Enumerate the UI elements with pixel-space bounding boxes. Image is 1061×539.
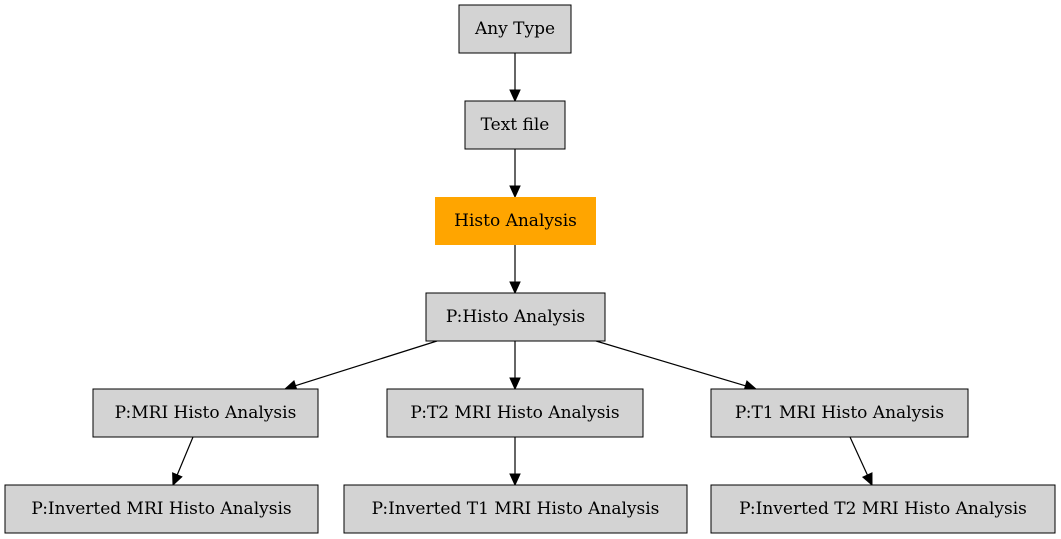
node-label: Text file — [481, 115, 550, 135]
edge-line — [595, 340, 746, 387]
node-label: P:MRI Histo Analysis — [115, 403, 297, 423]
node-box — [464, 100, 566, 150]
node-label: P:T2 MRI Histo Analysis — [410, 403, 619, 423]
node-label: P:T1 MRI Histo Analysis — [735, 403, 944, 423]
node-histo-analysis: Histo Analysis — [435, 197, 596, 245]
node-label: Histo Analysis — [454, 211, 577, 231]
edge-p-t1-mri-histo-analysis-to-p-inverted-t2-mri-histo-analysis — [849, 436, 873, 487]
edge-p-histo-analysis-to-p-t1-mri-histo-analysis — [595, 340, 758, 392]
node-p-histo-analysis: P:Histo Analysis — [425, 292, 606, 342]
node-box — [4, 484, 319, 534]
node-box — [92, 388, 319, 438]
edges-layer — [172, 53, 873, 487]
node-box — [425, 292, 606, 342]
edge-p-t2-mri-histo-analysis-to-p-inverted-t1-mri-histo-analysis — [509, 437, 521, 487]
edge-p-mri-histo-analysis-to-p-inverted-mri-histo-analysis — [172, 436, 194, 487]
arrowhead — [509, 473, 521, 487]
node-label: P:Inverted T2 MRI Histo Analysis — [739, 499, 1027, 519]
arrowhead — [509, 377, 521, 391]
node-box — [458, 4, 572, 54]
node-label: P:Histo Analysis — [446, 307, 585, 327]
edge-line — [295, 340, 438, 387]
node-label: P:Inverted T1 MRI Histo Analysis — [372, 499, 660, 519]
node-p-inverted-t1-mri-histo-analysis: P:Inverted T1 MRI Histo Analysis — [343, 484, 688, 534]
node-box — [435, 197, 596, 245]
node-box — [710, 484, 1056, 534]
arrowhead — [172, 472, 183, 487]
edge-line — [176, 436, 194, 476]
node-p-t2-mri-histo-analysis: P:T2 MRI Histo Analysis — [386, 388, 644, 438]
node-label: P:Inverted MRI Histo Analysis — [31, 499, 291, 519]
node-p-t1-mri-histo-analysis: P:T1 MRI Histo Analysis — [710, 388, 969, 438]
node-label: Any Type — [474, 19, 555, 39]
edge-p-histo-analysis-to-p-t2-mri-histo-analysis — [509, 341, 521, 391]
arrowhead — [861, 472, 873, 487]
arrowhead — [509, 89, 521, 103]
node-box — [386, 388, 644, 438]
edge-text-file-to-histo-analysis — [509, 149, 521, 199]
node-p-mri-histo-analysis: P:MRI Histo Analysis — [92, 388, 319, 438]
edge-any-type-to-text-file — [509, 53, 521, 103]
node-box — [343, 484, 688, 534]
edge-line — [849, 436, 868, 476]
node-p-inverted-mri-histo-analysis: P:Inverted MRI Histo Analysis — [4, 484, 319, 534]
arrowhead — [509, 281, 521, 295]
node-any-type: Any Type — [458, 4, 572, 54]
arrowhead — [509, 185, 521, 199]
node-p-inverted-t2-mri-histo-analysis: P:Inverted T2 MRI Histo Analysis — [710, 484, 1056, 534]
node-box — [710, 388, 969, 438]
edge-p-histo-analysis-to-p-mri-histo-analysis — [283, 340, 438, 392]
edge-histo-analysis-to-p-histo-analysis — [509, 245, 521, 295]
node-text-file: Text file — [464, 100, 566, 150]
